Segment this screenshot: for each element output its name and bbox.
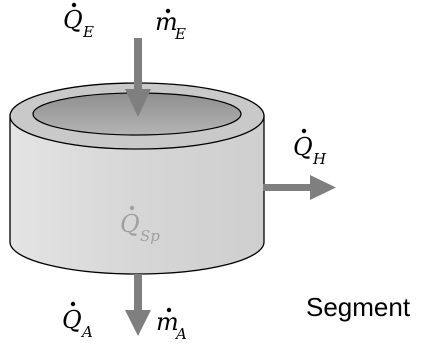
subscript: H — [312, 150, 327, 168]
symbol: Q — [63, 6, 83, 34]
label-outflow-mass: m A — [156, 307, 187, 343]
subscript: A — [174, 325, 187, 343]
symbol: m — [155, 8, 178, 36]
subscript: A — [80, 323, 93, 341]
time-derivative-dot — [165, 8, 171, 14]
segment-caption: Segment — [306, 292, 411, 322]
subscript: E — [82, 23, 94, 41]
time-derivative-dot — [301, 128, 307, 134]
arrow-outflow — [125, 274, 151, 336]
subscript: E — [174, 25, 186, 43]
label-stored-heat: Q Sp — [120, 205, 160, 245]
label-heat-loss: Q H — [293, 128, 327, 168]
arrow-heat-loss — [263, 175, 336, 200]
label-outflow-heat: Q A — [62, 301, 93, 341]
arrow-inflow — [125, 38, 151, 117]
symbol: Q — [293, 133, 313, 161]
label-inflow-heat: Q E — [63, 2, 94, 41]
label-inflow-mass: m E — [155, 8, 186, 43]
subscript: Sp — [140, 227, 160, 245]
symbol: Q — [120, 210, 140, 238]
time-derivative-dot — [71, 2, 77, 8]
cylinder-body — [9, 115, 265, 275]
symbol: Q — [62, 306, 82, 334]
time-derivative-dot — [70, 301, 76, 307]
time-derivative-dot — [166, 307, 172, 313]
time-derivative-dot — [129, 205, 135, 211]
symbol: m — [156, 308, 179, 336]
